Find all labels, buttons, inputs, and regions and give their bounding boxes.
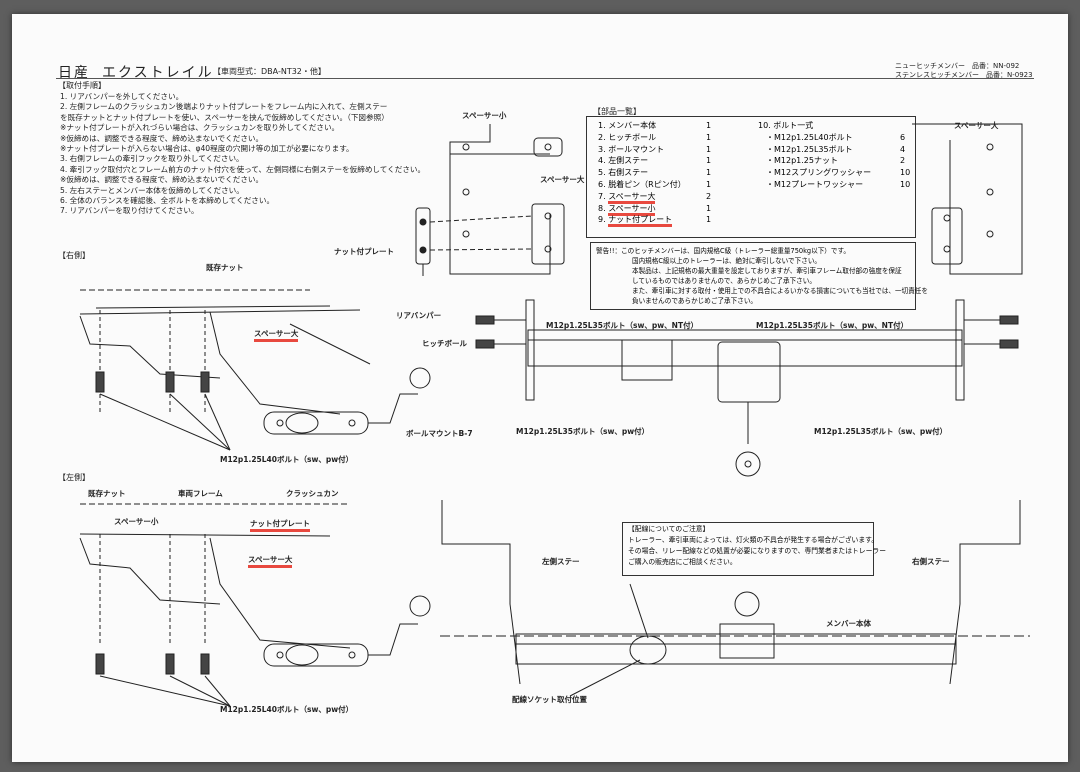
warning-text: 警告!!：このヒッチメンバーは、国内規格C級（トレーラー総重量750kg以下）で… — [596, 246, 928, 306]
label-bolt-l35-left: M12p1.25L35ボルト（sw、pw付） — [516, 427, 650, 436]
instruction-line: 6. 全体のバランスを確認後、全ボルトを本締めしてください。 — [60, 196, 275, 206]
label-left-stay: 左側ステー — [542, 557, 580, 566]
label-nut-plate: ナット付プレート — [334, 247, 394, 256]
label-spacer-large-right-view: スペーサー大 — [254, 328, 299, 342]
spacer-large-part — [531, 203, 565, 265]
left-side-view — [79, 503, 431, 707]
section-right-heading: 【右側】 — [58, 251, 90, 260]
instruction-line: ※仮締めは、調整できる程度で、締め込まないでください。 — [60, 133, 264, 143]
label-bolt-l40-left: M12p1.25L40ボルト（sw、pw付） — [220, 705, 354, 714]
warning-box — [590, 242, 916, 310]
instruction-line: 7. リアバンパーを取り付けてください。 — [60, 206, 199, 216]
warning-line: しているものではありませんので、あらかじめご了承下さい。 — [632, 277, 816, 285]
label-socket-position: 配線ソケット取付位置 — [512, 695, 587, 704]
vehicle-type: 【車両型式：DBA-NT32・他】 — [213, 67, 326, 76]
label-nut-plate-left-view: ナット付プレート — [250, 518, 310, 532]
nut-plate-part — [415, 207, 431, 276]
label-existing-nut-left: 既存ナット — [88, 489, 126, 498]
warning-line: 国内規格C級以上のトレーラーは、絶対に牽引しないで下さい。 — [632, 257, 822, 265]
instruction-line: 4. 牽引フック取付穴とフレーム前方のナット付穴を使って、左側同様に右側ステーを… — [60, 164, 426, 174]
label-spacer-large-right: スペーサー大 — [954, 121, 999, 130]
label-spacer-small-left-view: スペーサー小 — [114, 517, 159, 526]
label-existing-nut: 既存ナット — [206, 263, 244, 272]
warning-line: 警告!!：このヒッチメンバーは、国内規格C級（トレーラー総重量750kg以下）で… — [596, 247, 851, 255]
product-number-1: ニューヒッチメンバー 品番：NN-092 — [895, 62, 1020, 70]
wiring-note-text: 【配線についてのご注意】 トレーラー、牽引車両によっては、灯火類の不具合が発生す… — [628, 524, 886, 568]
instructions-heading: 【取付手順】 — [58, 81, 106, 90]
right-side-view — [79, 289, 431, 451]
wiring-note-line: ご購入の販売店にご相談ください。 — [628, 558, 737, 566]
parts-list-box — [586, 116, 916, 238]
label-right-stay: 右側ステー — [912, 557, 950, 566]
wiring-note-line: その場合、リレー配線などの処置が必要になりますので、専門業者またはトレーラー — [628, 547, 887, 555]
label-hitch-ball: ヒッチボール — [422, 339, 467, 348]
label-rear-bumper: リアバンパー — [396, 311, 442, 320]
label-bolt-l35-nt-left: M12p1.25L35ボルト（sw、pw、NT付） — [546, 321, 699, 330]
product-number-2: ステンレスヒッチメンバー 品番：N-0923 — [895, 71, 1033, 79]
part-row: 6. 脱着ピン（Rピン付）1 — [598, 179, 712, 189]
drawing-sheet: 日産 エクストレイル 【車両型式：DBA-NT32・他】 ニューヒッチメンバー … — [12, 14, 1068, 762]
label-bolt-l35-nt-right: M12p1.25L35ボルト（sw、pw、NT付） — [756, 321, 909, 330]
label-spacer-small: スペーサー小 — [462, 111, 507, 120]
warning-line: また、牽引車に対する取付・使用上での不具合によるいかなる損害についても当社では、… — [632, 287, 928, 295]
wiring-note-line: トレーラー、牽引車両によっては、灯火類の不具合が発生する場合がございます。 — [628, 536, 879, 544]
warning-line: 負いませんのであらかじめご了承下さい。 — [632, 297, 758, 305]
label-spacer-large-left-view: スペーサー大 — [248, 554, 293, 568]
instruction-line: ※ナット付プレートが入らない場合は、φ40程度の穴開け等の加工が必要になります。 — [60, 144, 354, 154]
wiring-note-line: 【配線についてのご注意】 — [628, 525, 710, 533]
instruction-line: 3. 右側フレームの牽引フックを取り外してください。 — [60, 154, 244, 164]
parts-list-heading: 【部品一覧】 — [593, 107, 641, 116]
wiring-note-box — [622, 522, 874, 576]
instruction-line: を既存ナットとナット付プレートを使い、スペーサーを挟んで仮締めしてください。（下… — [60, 112, 389, 122]
instruction-line: 5. 左右ステーとメンバー本体を仮締めしてください。 — [60, 185, 244, 195]
bolt-heading: 10. ボルト一式 — [758, 121, 814, 130]
label-spacer-large: スペーサー大 — [540, 175, 585, 184]
instruction-line: 1. リアバンパーを外してください。 — [60, 92, 184, 101]
model-name: エクストレイル — [102, 65, 214, 81]
sheet-content: 日産 エクストレイル 【車両型式：DBA-NT32・他】 ニューヒッチメンバー … — [50, 44, 1040, 744]
spacer-small-part — [449, 124, 563, 275]
instruction-line: ※ナット付プレートが入れづらい場合は、クラッシュカンを取り外してください。 — [60, 123, 340, 133]
instructions-list: 1. リアバンパーを外してください。 2. 左側フレームのクラッシュカン後端より… — [60, 92, 425, 217]
assembly-view — [440, 500, 1030, 697]
warning-line: 本製品は、上記規格の最大重量を設定しておりますが、牽引車フレーム取付部の強度を保… — [632, 267, 902, 275]
member-body-part — [475, 299, 1019, 477]
instruction-line: ※仮締めは、調整できる程度で、締め込まないでください。 — [60, 175, 264, 185]
section-left-heading: 【左側】 — [58, 473, 90, 482]
label-bolt-l35-right: M12p1.25L35ボルト（sw、pw付） — [814, 427, 948, 436]
maker-name: 日産 — [58, 65, 90, 81]
instruction-line: 2. 左側フレームのクラッシュカン後端よりナット付プレートをフレーム内に入れて、… — [60, 102, 388, 112]
label-crush-can: クラッシュカン — [286, 489, 339, 498]
technical-drawing — [79, 123, 1030, 707]
label-vehicle-frame: 車両フレーム — [178, 489, 223, 498]
label-ball-mount: ボールマウントB-7 — [406, 429, 473, 438]
label-member-body: メンバー本体 — [826, 619, 871, 628]
right-stay-part — [912, 123, 1023, 275]
label-bolt-l40-right: M12p1.25L40ボルト（sw、pw付） — [220, 455, 354, 464]
header-rule — [56, 78, 1034, 79]
